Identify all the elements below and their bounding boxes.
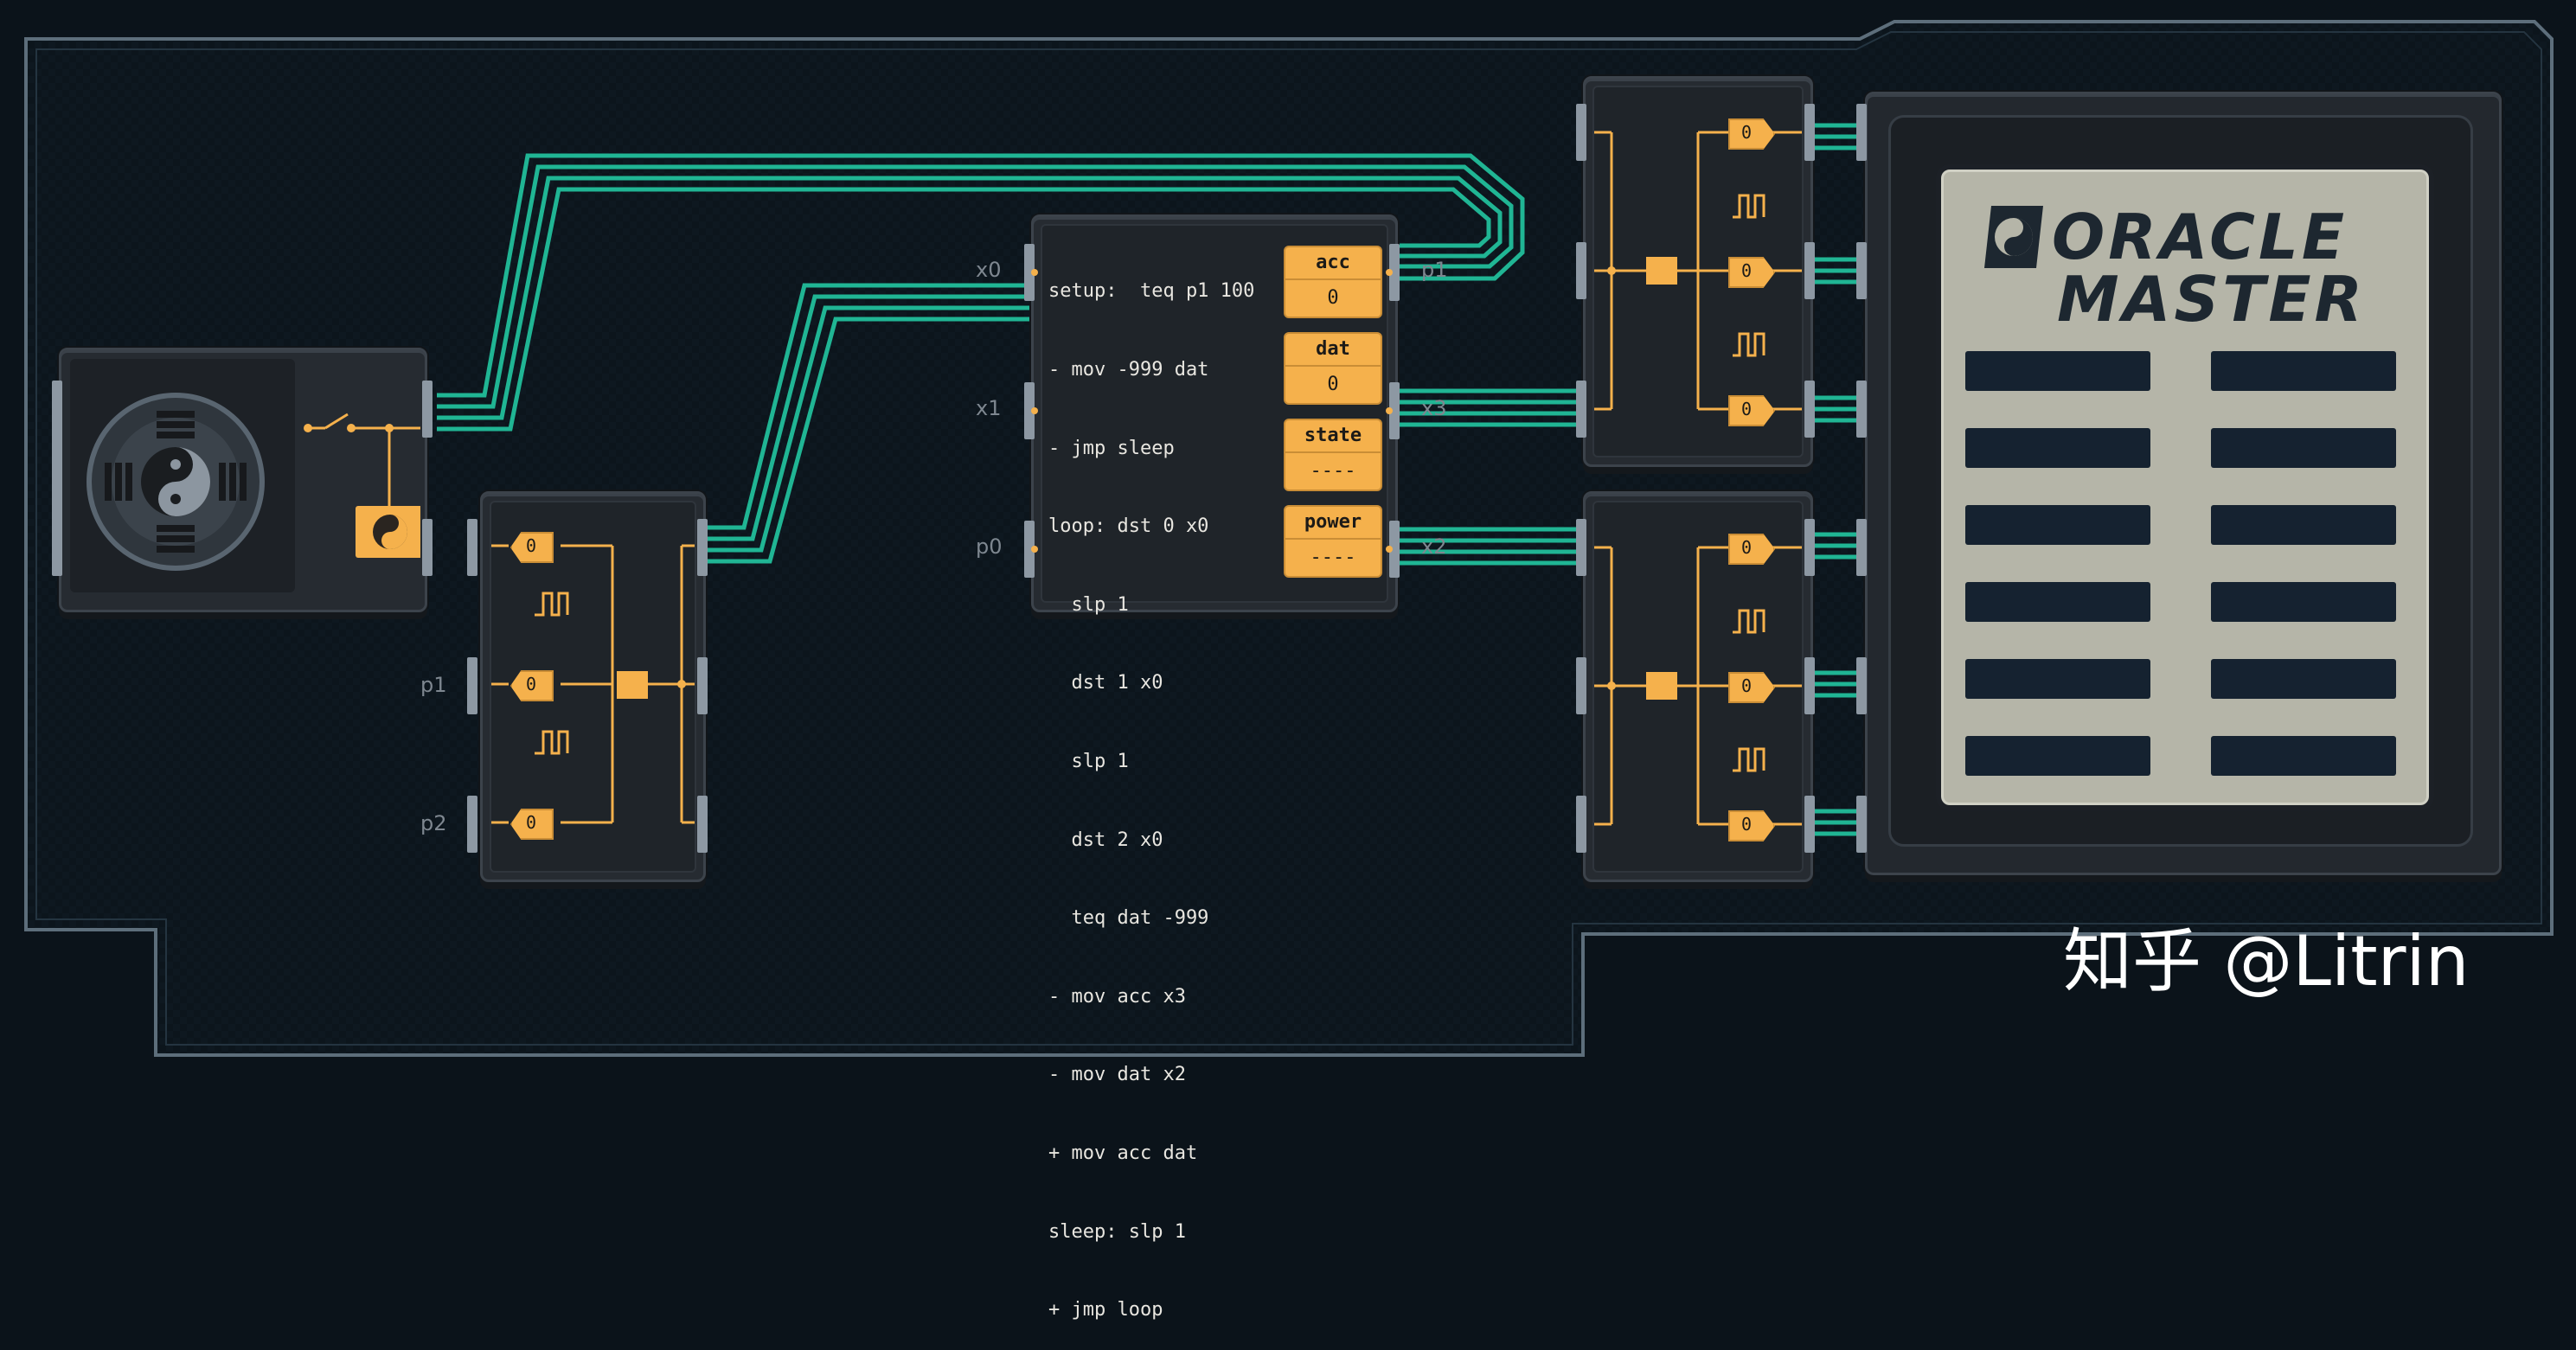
register-state-label: state <box>1285 420 1381 453</box>
display-segment <box>2211 351 2396 391</box>
register-power-label: power <box>1285 507 1381 540</box>
code-line: teq dat -999 <box>1048 907 1209 930</box>
amp-rb-2 <box>1728 672 1775 703</box>
amp-rt-3-value: 0 <box>1741 399 1753 419</box>
amp-left-2-value: 0 <box>526 674 537 694</box>
display-segment <box>1965 736 2150 776</box>
pin-label-x3: x3 <box>1421 396 1447 420</box>
amp-rt-2-value: 0 <box>1741 260 1753 281</box>
code-line: loop: dst 0 x0 <box>1048 515 1209 538</box>
register-state: state ---- <box>1284 419 1382 491</box>
sensor-switch-circuit <box>304 413 420 558</box>
pin-label-x1: x1 <box>976 396 1002 420</box>
pin-label-p1: p1 <box>1421 258 1448 282</box>
left-amp-circuit <box>491 544 695 824</box>
wire-bundle-mid <box>705 283 1029 564</box>
code-line: slp 1 <box>1048 750 1129 772</box>
display-segment <box>2211 428 2396 468</box>
pin-label-p1-left: p1 <box>420 673 447 697</box>
right-amplifier-bottom[interactable]: 0 0 0 <box>1583 491 1813 882</box>
amp-left-2 <box>510 670 554 701</box>
amp-rb-2-value: 0 <box>1741 675 1753 696</box>
register-dat-label: dat <box>1285 334 1381 367</box>
bagua-icon <box>87 393 265 571</box>
wire-bundle-to-display <box>1812 123 1860 836</box>
display-segment <box>1965 351 2150 391</box>
right-amplifier-top[interactable]: 0 0 0 <box>1583 76 1813 467</box>
right-bottom-circuit <box>1594 546 1802 826</box>
register-acc: acc 0 <box>1284 246 1382 318</box>
pin-label-p2-left: p2 <box>420 811 447 835</box>
wire-bundle-x2 <box>1397 527 1579 566</box>
code-line: + jmp loop <box>1048 1299 1163 1321</box>
code-line: sleep: slp 1 <box>1048 1220 1186 1243</box>
code-line: - mov -999 dat <box>1048 359 1209 381</box>
code-line: - mov acc x3 <box>1048 985 1186 1008</box>
amp-rt-1-value: 0 <box>1741 122 1753 143</box>
register-state-value: ---- <box>1310 460 1356 482</box>
amp-rb-3-value: 0 <box>1741 814 1753 835</box>
amp-left-1-value: 0 <box>526 535 537 556</box>
program-code[interactable]: setup: teq p1 100 - mov -999 dat - jmp s… <box>1048 227 1282 1350</box>
display-segment <box>2211 659 2396 699</box>
amp-rt-2 <box>1728 257 1775 288</box>
register-power: power ---- <box>1284 505 1382 578</box>
display-segment <box>2211 505 2396 545</box>
register-power-value: ---- <box>1310 547 1356 568</box>
oracle-sensor-module[interactable] <box>59 348 427 612</box>
pin-label-p0: p0 <box>976 534 1003 559</box>
amp-rb-1 <box>1728 534 1775 565</box>
right-top-circuit <box>1594 131 1802 411</box>
display-segment <box>2211 582 2396 622</box>
code-line: dst 1 x0 <box>1048 672 1163 694</box>
amp-rt-3 <box>1728 395 1775 426</box>
oracle-logo-icon <box>1984 206 2043 268</box>
code-line: + mov acc dat <box>1048 1142 1198 1164</box>
display-title-line1-text: ORACLE <box>2052 201 2349 273</box>
code-line: slp 1 <box>1048 593 1129 616</box>
display-segment <box>2211 736 2396 776</box>
watermark: 知乎 @Litrin <box>2063 921 2470 1001</box>
register-acc-label: acc <box>1285 247 1381 280</box>
register-dat-value: 0 <box>1327 374 1339 395</box>
code-line: dst 2 x0 <box>1048 829 1163 851</box>
display-segment <box>1965 428 2150 468</box>
code-line: - jmp sleep <box>1048 437 1175 459</box>
display-title-line2-text: MASTER <box>2057 263 2366 336</box>
amp-rb-3 <box>1728 810 1775 841</box>
display-segment <box>1965 582 2150 622</box>
left-amplifier-module[interactable]: 0 0 0 <box>480 491 706 882</box>
register-acc-value: 0 <box>1327 287 1339 309</box>
wire-bundle-x3 <box>1397 388 1579 427</box>
amp-rb-1-value: 0 <box>1741 537 1753 558</box>
code-line: - mov dat x2 <box>1048 1064 1186 1086</box>
wire-bundle-top <box>437 153 1525 432</box>
oracle-master-screen: MASTER ORACLE MASTER <box>1936 164 2434 810</box>
amp-rt-1 <box>1728 118 1775 150</box>
pin-label-x0: x0 <box>976 258 1002 282</box>
amp-left-3-value: 0 <box>526 812 537 833</box>
display-segment <box>1965 505 2150 545</box>
display-segment <box>1965 659 2150 699</box>
pin-label-x2: x2 <box>1421 534 1447 559</box>
register-dat: dat 0 <box>1284 332 1382 405</box>
code-line: setup: teq p1 100 <box>1048 280 1255 303</box>
